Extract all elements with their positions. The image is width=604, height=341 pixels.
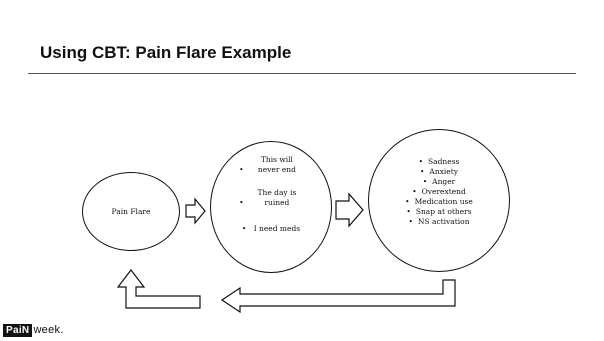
response-item: Sadness — [374, 157, 504, 167]
arrow-trigger-to-thoughts — [185, 197, 206, 225]
trigger-label: Pain Flare — [111, 207, 151, 216]
response-item: Anxiety — [374, 167, 504, 177]
thoughts-list: This will never end The day is ruined I … — [216, 155, 326, 234]
responses-list: Sadness Anxiety Anger Overextend Medicat… — [374, 157, 504, 227]
response-item: Medication use — [374, 197, 504, 207]
thought-item: The day is ruined — [216, 188, 326, 208]
response-item: Snap at others — [374, 207, 504, 217]
trigger-circle — [82, 172, 180, 251]
response-item: NS activation — [374, 217, 504, 227]
arrow-thoughts-to-responses — [335, 192, 364, 228]
thought-item: I need meds — [216, 224, 326, 234]
painweek-logo: PaiN week. — [3, 322, 64, 338]
response-item: Anger — [374, 177, 504, 187]
thought-item: This will never end — [216, 155, 326, 175]
response-item: Overextend — [374, 187, 504, 197]
logo-pain: PaiN — [3, 323, 33, 337]
slide-title: Using CBT: Pain Flare Example — [40, 43, 292, 62]
title-divider — [28, 73, 576, 74]
logo-week: week. — [33, 324, 64, 336]
arrow-return-up — [116, 269, 201, 309]
arrow-return-loop — [220, 279, 456, 314]
